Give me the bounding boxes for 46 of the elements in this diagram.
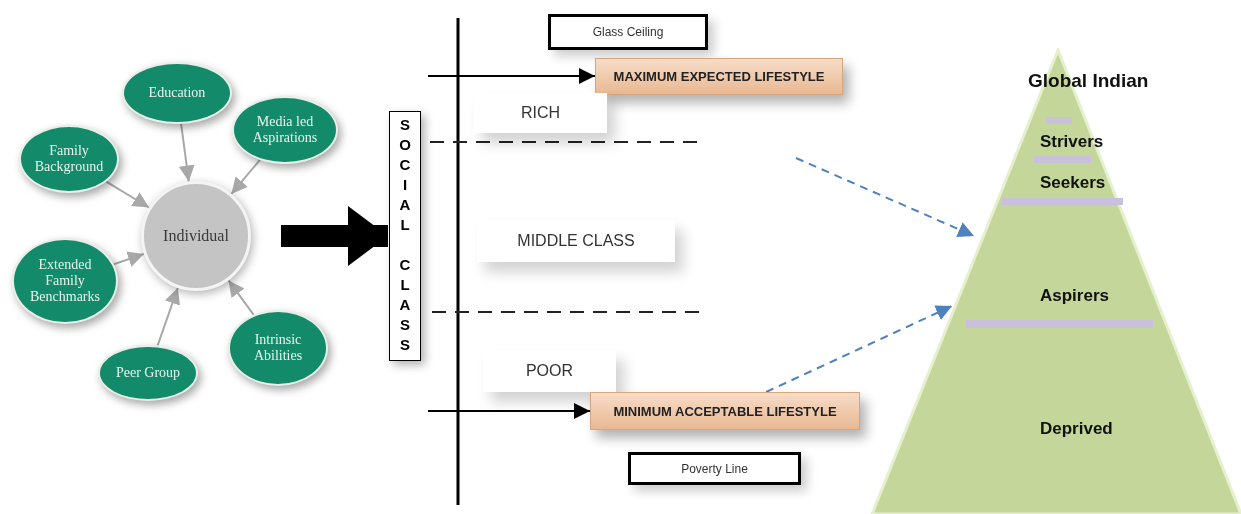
tier-label: Strivers	[1040, 132, 1104, 152]
node-label: Education	[148, 85, 206, 101]
class-box	[474, 93, 607, 133]
node-label: Media led Aspirations	[251, 114, 319, 146]
node-label: POOR	[525, 362, 574, 380]
block-arrow	[281, 206, 388, 266]
arrow	[178, 122, 195, 183]
class-box	[477, 220, 675, 262]
arrow	[105, 180, 150, 209]
tier-label: Aspirers	[1040, 286, 1109, 306]
factor-ellipse	[232, 96, 338, 164]
factor-ellipse	[228, 310, 328, 386]
tier-label: Deprived	[1040, 419, 1113, 439]
tier-label: Seekers	[1040, 173, 1106, 193]
node-label: RICH	[520, 104, 561, 122]
node-label: Poverty Line	[681, 461, 748, 476]
lifestyle-bar	[590, 392, 860, 430]
arrow	[227, 279, 255, 316]
node-label: Extended Family Benchmarks	[29, 257, 101, 305]
node-label: MINIMUM ACCEPTABLE LIFESTYLE	[613, 403, 837, 419]
node-label: Intrinsic Abilities	[252, 332, 304, 364]
lifestyle-bar	[595, 58, 843, 95]
arrow	[156, 286, 181, 347]
arrow	[427, 403, 591, 419]
arrow	[427, 68, 596, 84]
outlined-box	[628, 452, 801, 485]
node-label: Glass Ceiling	[592, 25, 664, 39]
arrow	[112, 251, 145, 267]
node-label: MAXIMUM EXPECTED LIFESTYLE	[613, 69, 825, 84]
arrow	[230, 158, 261, 195]
factor-ellipse	[122, 62, 232, 124]
arrow	[765, 305, 953, 393]
node-label: Peer Group	[115, 365, 181, 381]
node-label: SOCIAL CLASS	[396, 116, 414, 356]
arrow	[795, 157, 975, 237]
factor-ellipse	[19, 125, 119, 193]
apex-label: Global Indian	[1028, 70, 1149, 92]
node-label: Family Background	[33, 143, 105, 175]
factor-ellipse	[98, 345, 198, 401]
class-box	[483, 350, 616, 392]
vertical-label-box	[389, 111, 421, 361]
center-circle	[141, 181, 251, 291]
node-label: MIDDLE CLASS	[517, 232, 635, 250]
factor-ellipse	[12, 238, 118, 324]
node-label: Individual	[163, 227, 229, 245]
outlined-box	[548, 14, 708, 50]
